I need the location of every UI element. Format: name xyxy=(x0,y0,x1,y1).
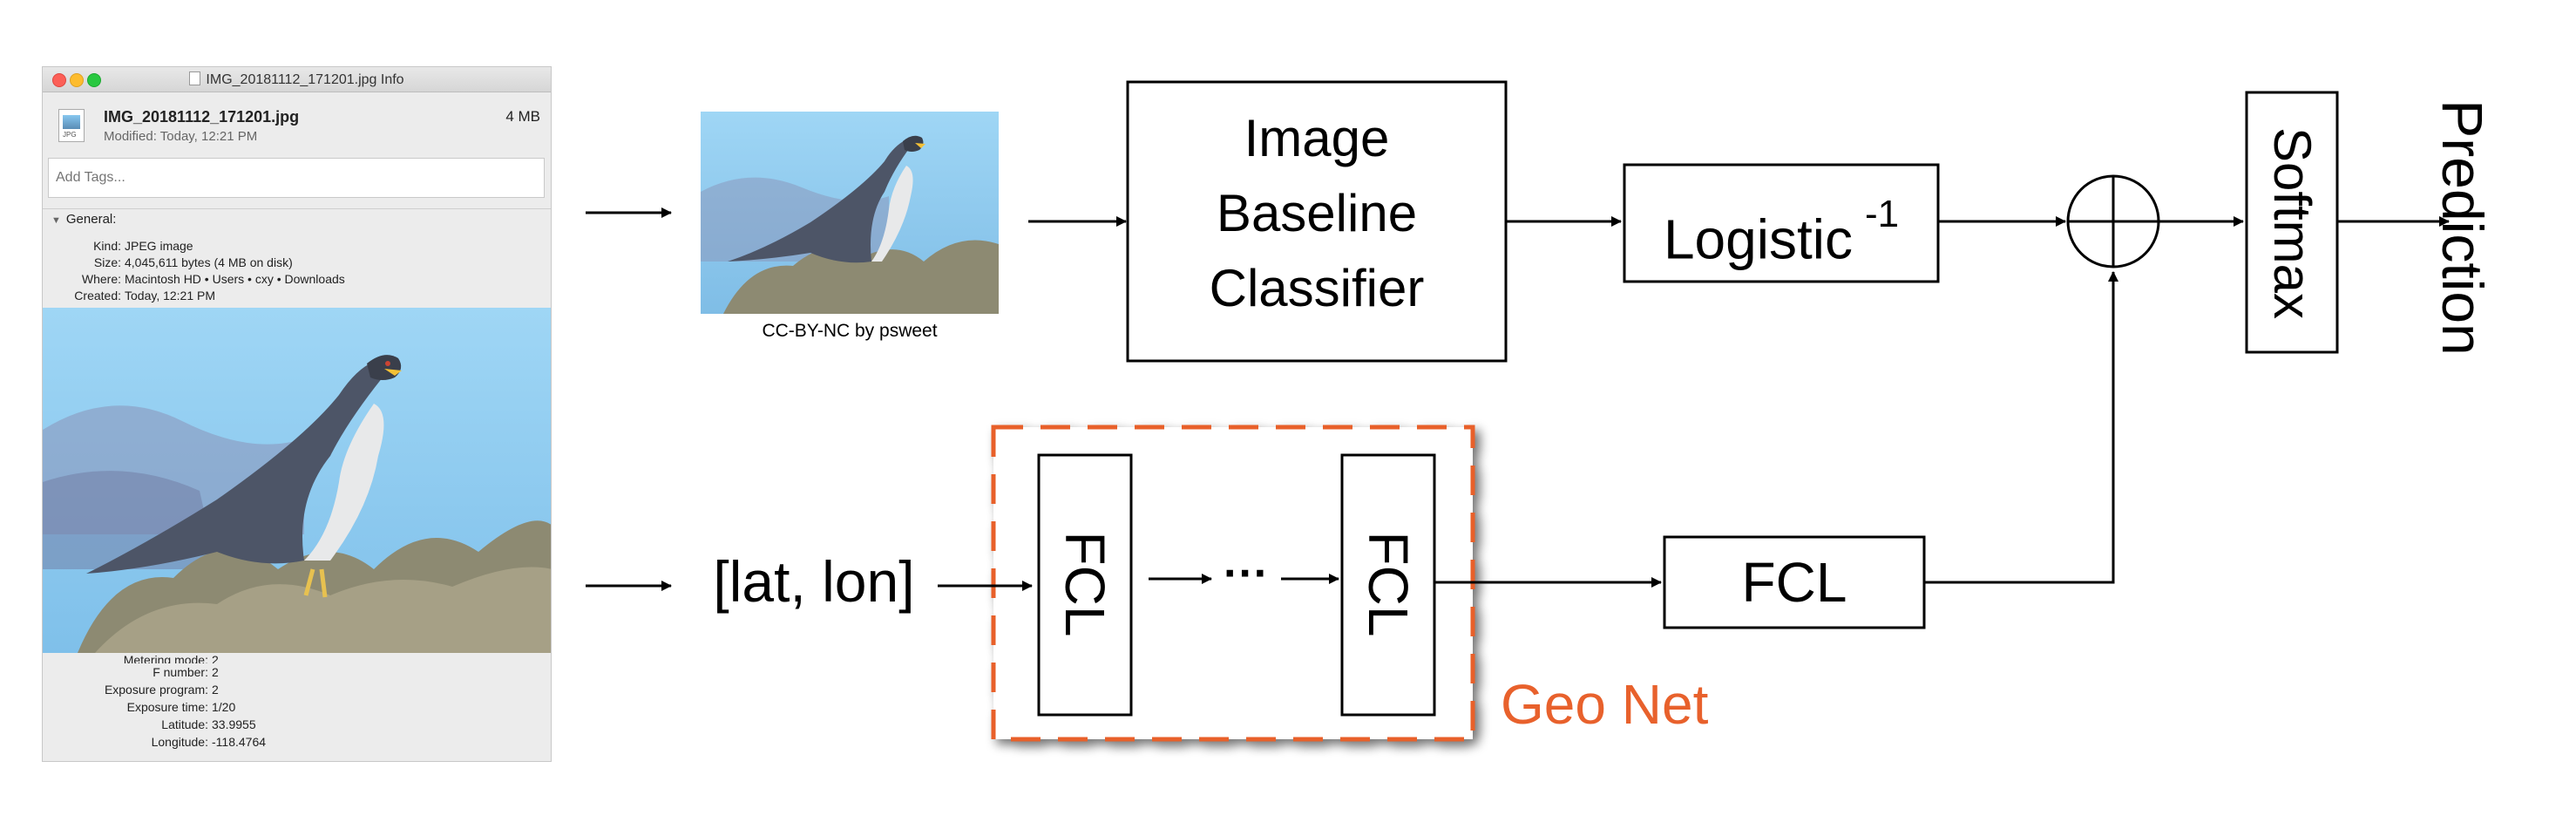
geo-fcl-first-label: FCL xyxy=(1054,531,1116,637)
divider xyxy=(43,208,551,209)
hawk-thumbnail xyxy=(701,112,999,314)
prediction-label: Prediction xyxy=(2430,99,2495,356)
tags-input[interactable] xyxy=(48,158,545,198)
size-row: Size:4,045,611 bytes (4 MB on disk) xyxy=(93,255,293,269)
classifier-label: Image Baseline Classifier xyxy=(1209,109,1425,317)
fcl-to-sum-connector xyxy=(1924,271,2118,584)
where-row: Where:Macintosh HD • Users • cxy • Downl… xyxy=(81,272,345,286)
latlon-label: [lat, lon] xyxy=(713,549,915,614)
latitude-row: Latitude:33.9955 xyxy=(161,717,256,731)
geo-net-label: Geo Net xyxy=(1501,673,1709,736)
image-caption: CC-BY-NC by psweet xyxy=(762,321,938,341)
jpeg-file-icon: JPG xyxy=(58,109,85,142)
created-row: Created:Today, 12:21 PM xyxy=(74,289,216,302)
softmax-box xyxy=(2245,91,2339,354)
sum-node-icon xyxy=(2066,174,2160,268)
geo-fcl-first-box xyxy=(1037,453,1133,717)
file-size: 4 MB xyxy=(505,108,540,125)
f-number-row: F number:2 xyxy=(153,665,219,679)
image-baseline-classifier-box xyxy=(1126,80,1508,363)
window-title: IMG_20181112_171201.jpg Info xyxy=(43,71,551,88)
longitude-row: Longitude:-118.4764 xyxy=(151,735,267,749)
zoom-button[interactable] xyxy=(87,73,101,87)
file-name: IMG_20181112_171201.jpg xyxy=(104,108,300,126)
kind-row: Kind:JPEG image xyxy=(93,239,193,253)
modified-date: Modified: Today, 12:21 PM xyxy=(104,129,258,144)
exposure-program-row: Exposure program:2 xyxy=(104,683,219,697)
fcl-box xyxy=(1663,535,1926,629)
logistic-inverse-box xyxy=(1623,163,1940,283)
geo-fcl-last-label: FCL xyxy=(1357,531,1420,637)
softmax-label: Softmax xyxy=(2263,126,2322,320)
close-button[interactable] xyxy=(52,73,66,87)
fcl-label: FCL xyxy=(1741,551,1847,614)
ellipsis-dots: ··· xyxy=(1224,548,1269,599)
image-preview xyxy=(43,308,551,653)
document-icon xyxy=(189,71,201,85)
exposure-time-row: Exposure time:1/20 xyxy=(126,700,236,714)
window-titlebar[interactable]: IMG_20181112_171201.jpg Info xyxy=(43,67,551,92)
metering-mode-row: Metering mode:2 xyxy=(123,653,219,663)
logistic-label: Logistic-1 xyxy=(1663,193,1900,271)
minimize-button[interactable] xyxy=(70,73,84,87)
general-section-toggle[interactable]: ▼General: xyxy=(51,212,117,227)
disclosure-triangle-icon: ▼ xyxy=(51,215,61,226)
file-info-window: IMG_20181112_171201.jpg Info JPG IMG_201… xyxy=(42,66,552,762)
geo-fcl-last-box xyxy=(1340,453,1436,717)
